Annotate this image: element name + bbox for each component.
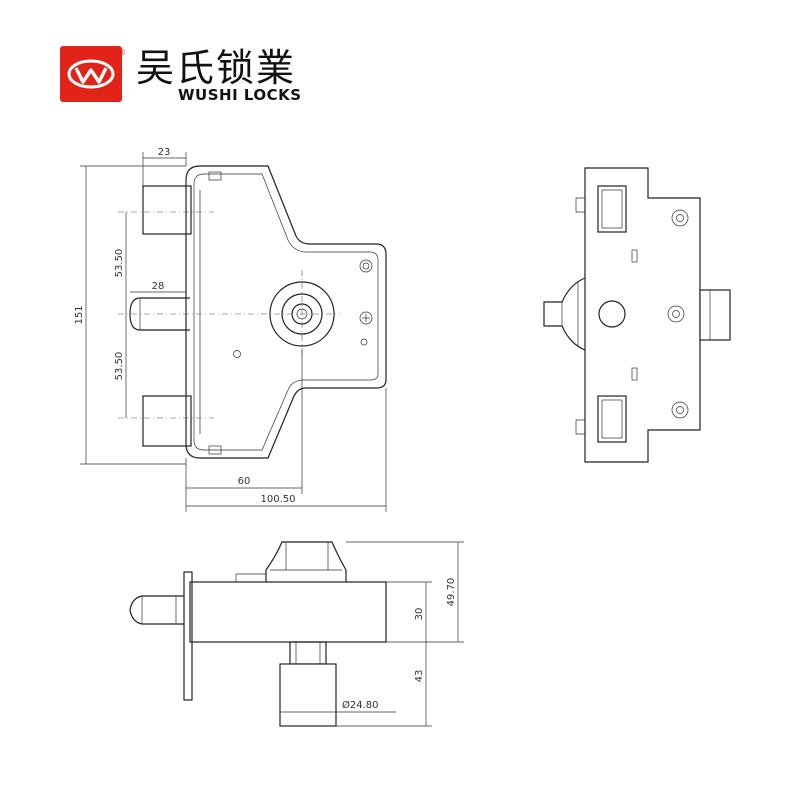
dim-front-lower-spacing: 53.50 <box>114 352 125 381</box>
dim-side-body: 30 <box>414 608 425 621</box>
back-view <box>543 167 731 463</box>
logo-w-icon <box>67 59 115 89</box>
lock-body-outline <box>185 165 387 459</box>
dim-side-cylinder: 43 <box>414 670 425 683</box>
registered-mark: ® <box>118 48 126 57</box>
side-view: 30 49.70 43 Ø24.80 <box>129 541 464 727</box>
dim-front-bolt: 28 <box>152 281 165 292</box>
side-body <box>189 581 387 643</box>
side-knob <box>265 541 347 582</box>
latch-bolt <box>129 297 190 331</box>
brand-name-cn: 吴氏锁業 <box>136 46 297 90</box>
dim-front-width-total: 100.50 <box>261 494 296 505</box>
brand-name-en: WUSHI LOCKS <box>178 86 302 104</box>
front-view: 23 151 53.50 53.50 28 60 100.50 <box>74 147 387 512</box>
side-cylinder <box>279 663 337 727</box>
dim-front-upper-spacing: 53.50 <box>114 249 125 278</box>
dim-side-total: 49.70 <box>446 578 457 607</box>
side-plate <box>183 571 193 701</box>
dim-front-width-mid: 60 <box>238 476 251 487</box>
upper-bolt <box>142 185 192 235</box>
dim-front-height: 151 <box>74 305 85 324</box>
back-plate-outline <box>584 167 701 463</box>
dim-side-diameter: Ø24.80 <box>342 699 379 711</box>
dim-front-width-top: 23 <box>158 147 171 158</box>
logo-badge <box>60 46 122 102</box>
brand-logo: ® 吴氏锁業 WUSHI LOCKS <box>60 46 310 106</box>
lower-bolt <box>142 395 192 447</box>
